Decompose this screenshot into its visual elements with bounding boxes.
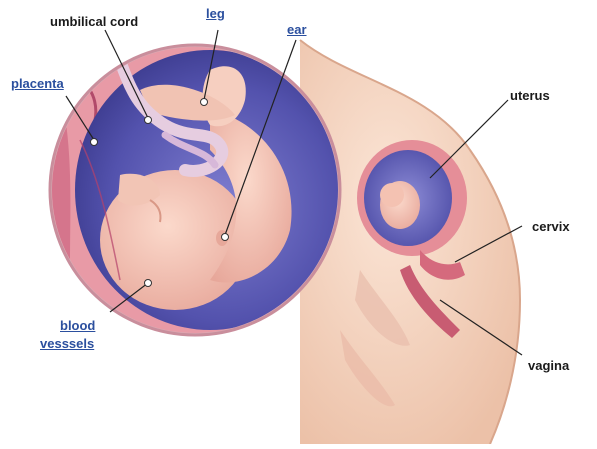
label-vagina: vagina [528, 358, 569, 373]
label-leg[interactable]: leg [206, 6, 225, 21]
label-uterus: uterus [510, 88, 550, 103]
label-ear[interactable]: ear [287, 22, 307, 37]
dot-placenta [91, 139, 98, 146]
label-blood-vessels-line2[interactable]: vesssels [40, 336, 94, 351]
dot-ear [222, 234, 229, 241]
dot-umbilical [145, 117, 152, 124]
dot-leg [201, 99, 208, 106]
label-cervix: cervix [532, 219, 570, 234]
mother-body [300, 40, 520, 444]
label-placenta[interactable]: placenta [11, 76, 64, 91]
dot-blood-vessels [145, 280, 152, 287]
label-blood-vessels-line1[interactable]: blood [60, 318, 95, 333]
label-umbilical-cord: umbilical cord [50, 14, 138, 29]
